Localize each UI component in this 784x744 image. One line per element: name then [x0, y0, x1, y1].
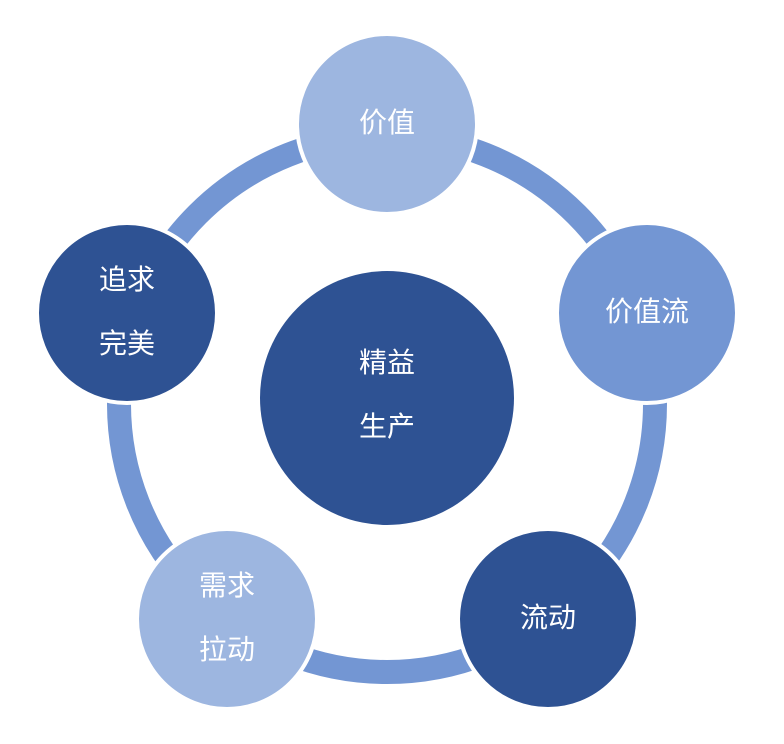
node-value-stream-label: 价值流 [605, 295, 689, 328]
node-perfection-label-line-2: 完美 [99, 327, 155, 360]
node-value-stream-circle [555, 221, 739, 405]
node-flow: 流动 [456, 527, 640, 711]
node-perfection: 追求 完美 [35, 221, 219, 405]
node-perfection-circle [35, 221, 219, 405]
node-value-stream: 价值流 [555, 221, 739, 405]
node-value-circle [295, 32, 479, 216]
node-pull-circle [135, 527, 319, 711]
center-label-line-1: 精益 [359, 346, 415, 379]
node-pull-label-line-1: 需求 [199, 569, 255, 602]
node-value-label: 价值 [359, 106, 415, 139]
node-flow-label: 流动 [520, 601, 576, 634]
node-pull: 需求 拉动 [135, 527, 319, 711]
center-node: 精益 生产 [260, 271, 514, 525]
node-pull-label-line-2: 拉动 [199, 633, 255, 666]
center-circle [260, 271, 514, 525]
center-label-line-2: 生产 [359, 410, 415, 443]
node-value: 价值 [295, 32, 479, 216]
node-perfection-label-line-1: 追求 [99, 263, 155, 296]
node-flow-circle [456, 527, 640, 711]
